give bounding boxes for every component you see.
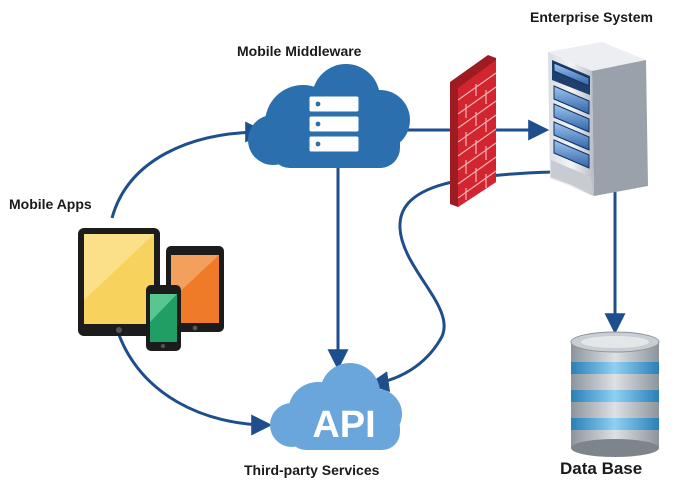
- arrow-apps-to-api: [116, 331, 273, 436]
- arrow-apps-to-middleware: [110, 121, 267, 219]
- enterprise-server-icon: [548, 42, 648, 196]
- third-party-services-label: Third-party Services: [244, 462, 380, 478]
- firewall-icon: [450, 55, 497, 207]
- api-cloud: API: [270, 363, 402, 450]
- tablet-icon: [78, 228, 160, 336]
- small-tablet-icon: [166, 246, 224, 332]
- mobile-apps-label: Mobile Apps: [9, 196, 92, 212]
- data-base-label: Data Base: [560, 459, 643, 478]
- api-label: API: [312, 404, 375, 446]
- mobile-devices-icon: [78, 228, 224, 351]
- database-icon: [570, 331, 660, 457]
- enterprise-system-label: Enterprise System: [530, 9, 653, 25]
- server-stack-icon: [308, 95, 360, 153]
- mobile-middleware-label: Mobile Middleware: [237, 43, 362, 59]
- phone-icon: [146, 285, 181, 351]
- middleware-cloud: [248, 64, 410, 168]
